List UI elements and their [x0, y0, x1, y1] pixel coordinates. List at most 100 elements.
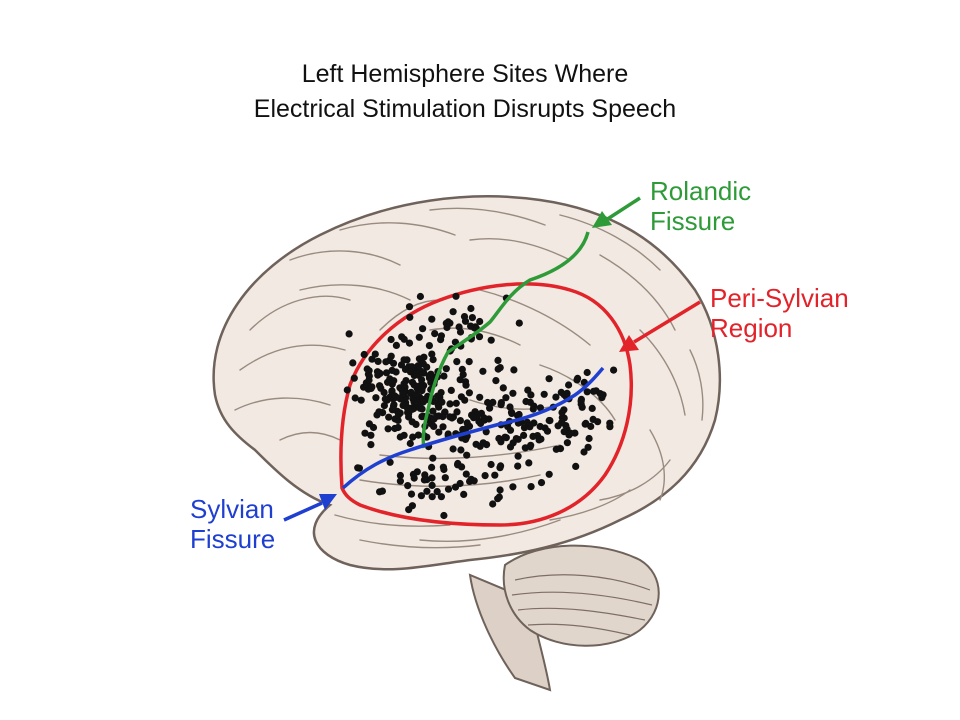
stimulation-site-dot — [465, 358, 473, 366]
stimulation-site-dot — [386, 458, 394, 466]
rolandic-fissure-label: Rolandic Fissure — [650, 176, 751, 236]
stimulation-site-dot — [527, 391, 535, 399]
stimulation-site-dot — [419, 325, 427, 333]
stimulation-site-dot — [580, 448, 588, 456]
stimulation-site-dot — [514, 462, 522, 470]
stimulation-site-dot — [523, 418, 531, 426]
title-line-2: Electrical Stimulation Disrupts Speech — [253, 95, 677, 123]
stimulation-site-dot — [446, 413, 454, 421]
stimulation-site-dot — [423, 487, 431, 495]
stimulation-site-dot — [399, 390, 407, 398]
stimulation-site-dot — [481, 472, 489, 480]
stimulation-site-dot — [515, 319, 523, 327]
stimulation-site-dot — [590, 387, 598, 395]
stimulation-site-dot — [514, 452, 522, 460]
stimulation-site-dot — [423, 363, 431, 371]
stimulation-site-dot — [506, 403, 514, 411]
stimulation-site-dot — [407, 490, 416, 498]
stimulation-site-dot — [567, 429, 575, 437]
stimulation-site-dot — [449, 308, 457, 316]
stimulation-site-dot — [599, 391, 607, 399]
stimulation-site-dot — [396, 477, 404, 485]
stimulation-site-dot — [527, 483, 535, 491]
stimulation-site-dot — [468, 314, 476, 322]
stimulation-site-dot — [417, 492, 425, 500]
stimulation-site-dot — [431, 330, 439, 338]
stimulation-site-dot — [479, 367, 487, 375]
stimulation-site-dot — [541, 424, 549, 432]
stimulation-site-dot — [502, 394, 510, 402]
stimulation-site-dot — [583, 368, 591, 377]
stimulation-site-dot — [479, 439, 487, 447]
stimulation-site-dot — [388, 388, 396, 396]
stimulation-site-dot — [384, 425, 392, 433]
stimulation-site-dot — [460, 490, 468, 498]
stimulation-site-dot — [430, 422, 438, 430]
stimulation-site-dot — [456, 328, 465, 336]
stimulation-site-dot — [372, 394, 380, 402]
stimulation-site-dot — [536, 404, 545, 412]
stimulation-site-dot — [452, 292, 460, 300]
stimulation-site-dot — [463, 451, 471, 459]
stimulation-site-dot — [462, 470, 470, 478]
stimulation-site-dot — [588, 404, 596, 412]
stimulation-site-dot — [354, 464, 362, 472]
stimulation-site-dot — [428, 474, 436, 482]
stimulation-site-dot — [457, 446, 465, 454]
stimulation-site-dot — [374, 357, 382, 365]
stimulation-site-dot — [388, 366, 396, 374]
stimulation-site-dot — [521, 444, 529, 452]
stimulation-site-dot — [496, 364, 504, 372]
stimulation-site-dot — [388, 406, 396, 414]
stimulation-site-dot — [563, 439, 572, 447]
stimulation-site-dot — [433, 488, 441, 496]
stimulation-site-dot — [577, 397, 585, 405]
stimulation-site-dot — [461, 396, 469, 404]
stimulation-site-dot — [470, 477, 478, 485]
stimulation-site-dot — [489, 500, 497, 508]
stimulation-site-dot — [461, 317, 470, 325]
stimulation-site-dot — [509, 483, 517, 491]
stimulation-site-dot — [429, 454, 437, 462]
rolandic-label-line2: Fissure — [650, 206, 736, 236]
stimulation-site-dot — [361, 429, 369, 437]
stimulation-site-dot — [497, 399, 505, 407]
stimulation-site-dot — [530, 419, 538, 427]
stimulation-site-dot — [414, 431, 422, 439]
stimulation-site-dot — [497, 462, 505, 470]
stimulation-site-dot — [420, 353, 428, 361]
stimulation-site-dot — [380, 402, 388, 410]
stimulation-site-dot — [381, 395, 389, 403]
stimulation-site-dot — [514, 435, 522, 443]
stimulation-site-dot — [458, 463, 466, 471]
stimulation-site-dot — [520, 424, 529, 432]
stimulation-site-dot — [537, 479, 546, 487]
stimulation-site-dot — [425, 342, 433, 350]
stimulation-site-dot — [506, 426, 515, 434]
stimulation-site-dot — [350, 374, 358, 382]
stimulation-site-dot — [408, 405, 416, 413]
stimulation-site-dot — [585, 434, 593, 443]
perisylvian-label-line2: Region — [710, 313, 793, 343]
stimulation-site-dot — [530, 402, 538, 410]
stimulation-site-dot — [572, 462, 580, 470]
stimulation-site-dot — [515, 410, 523, 419]
stimulation-site-dot — [520, 431, 528, 439]
stimulation-site-dot — [416, 292, 424, 301]
stimulation-site-dot — [487, 336, 495, 344]
stimulation-site-dot — [465, 389, 473, 397]
stimulation-site-dot — [492, 377, 500, 385]
stimulation-site-dot — [428, 350, 436, 358]
stimulation-site-dot — [446, 400, 454, 408]
stimulation-site-dot — [439, 413, 447, 421]
stimulation-site-dot — [468, 411, 476, 419]
stimulation-site-dot — [491, 471, 499, 479]
stimulation-site-dot — [556, 445, 565, 453]
stimulation-site-dot — [406, 313, 414, 321]
stimulation-site-dot — [439, 423, 447, 431]
stimulation-site-dot — [578, 403, 586, 411]
stimulation-site-dot — [437, 332, 445, 340]
stimulation-site-dot — [510, 366, 518, 374]
stimulation-site-dot — [453, 408, 461, 416]
stimulation-site-dot — [477, 419, 485, 427]
